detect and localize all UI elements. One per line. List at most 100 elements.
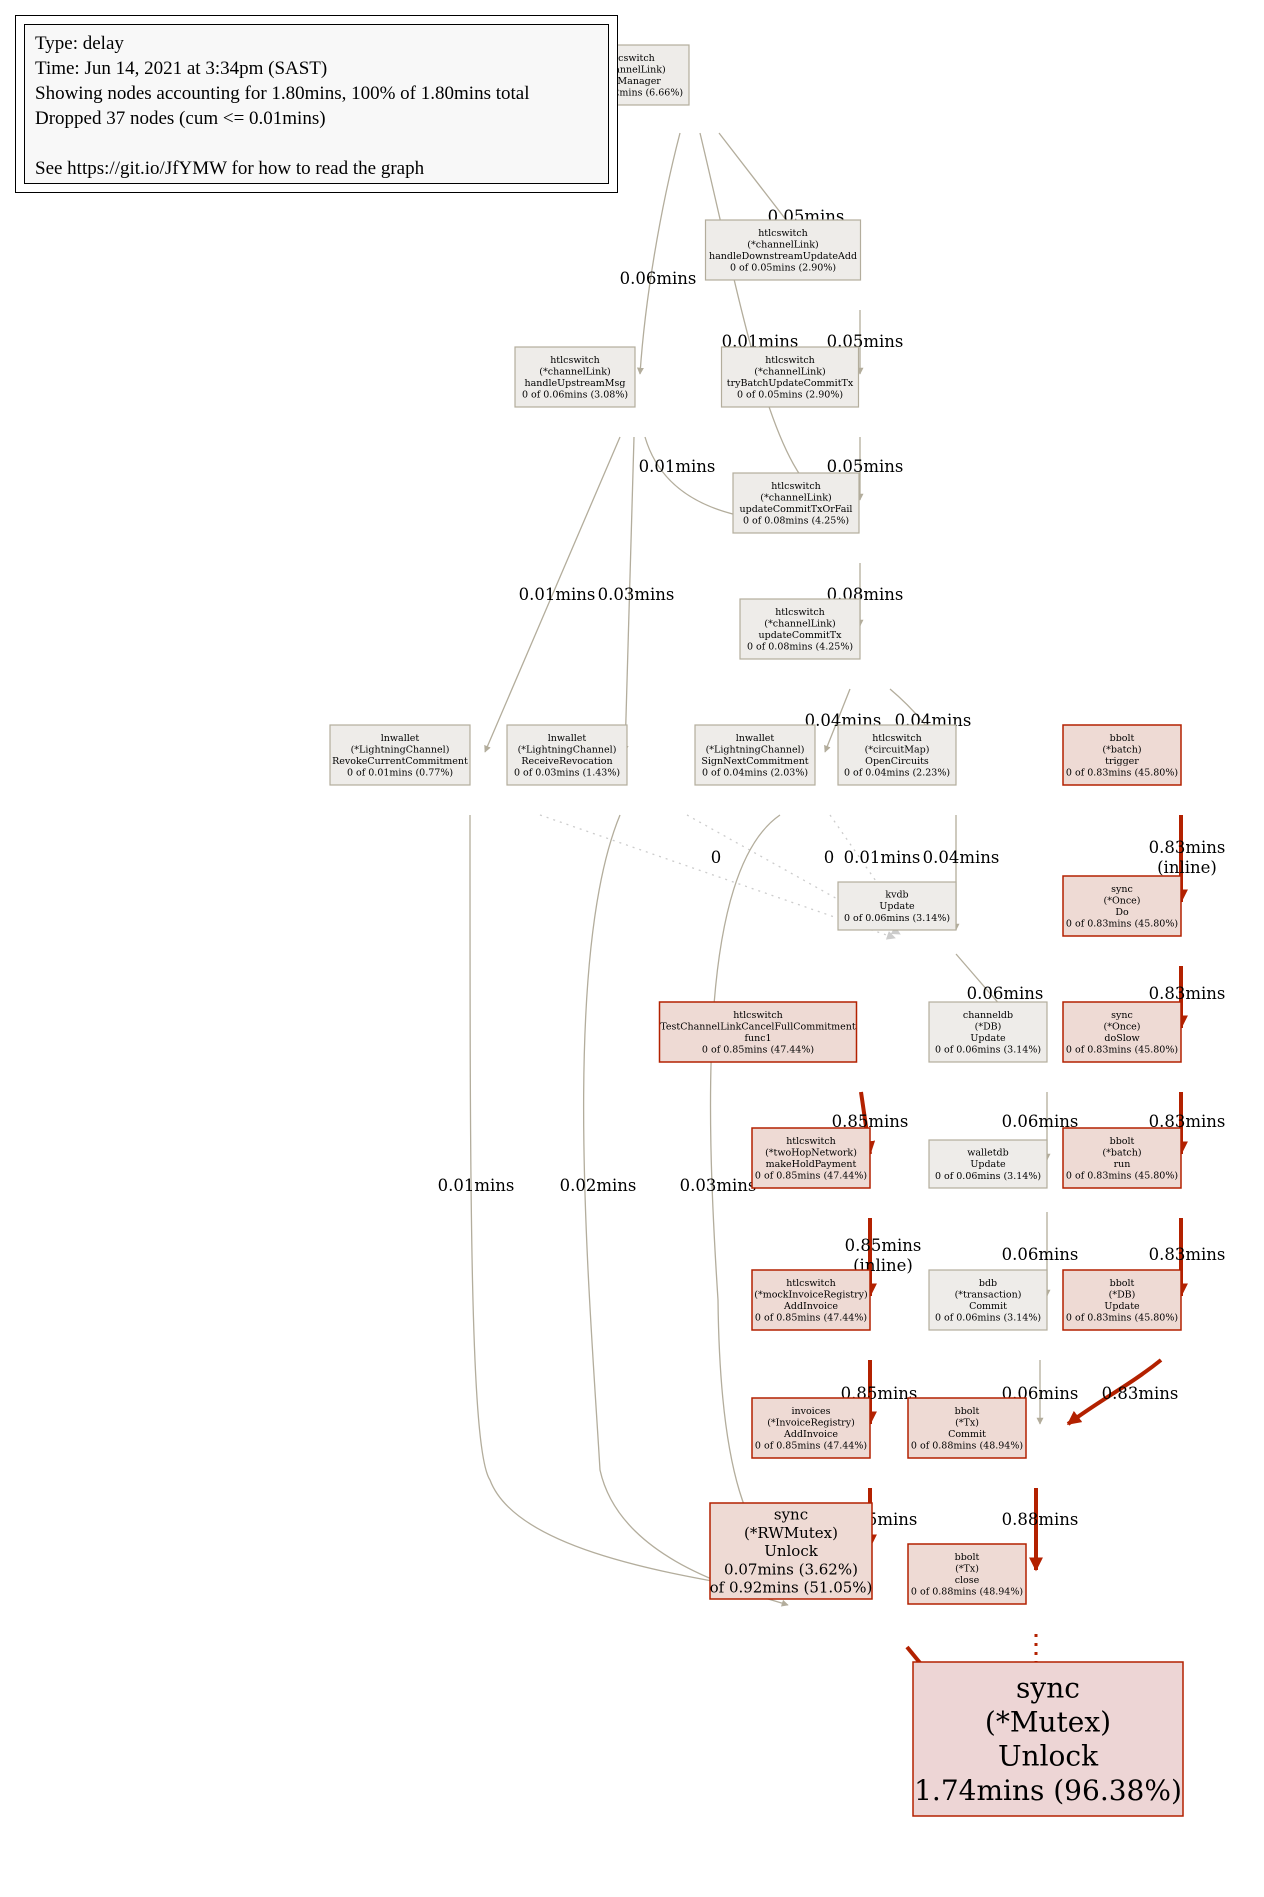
node-box [704, 219, 862, 281]
node-label: (*DB) [975, 1021, 1002, 1032]
node-signNext[interactable]: lnwallet(*LightningChannel)SignNextCommi… [694, 724, 816, 786]
node-revoke[interactable]: lnwallet(*LightningChannel)RevokeCurrent… [329, 724, 471, 786]
node-box [928, 1001, 1048, 1063]
legend-spacer [35, 131, 598, 156]
node-onceDo[interactable]: sync(*Once)Do0 of 0.83mins (45.80%) [1062, 875, 1182, 937]
edge-label: 0 [711, 848, 722, 867]
node-label: 0 of 0.85mins (47.44%) [755, 1313, 867, 1324]
edge-label: 0.06mins [1002, 1112, 1079, 1131]
node-label: RevokeCurrentCommitment [332, 756, 468, 767]
node-label: (*LightningChannel) [518, 744, 617, 755]
node-label: 0 of 0.03mins (1.43%) [514, 768, 620, 779]
node-label: htlcswitch [733, 1010, 783, 1021]
edge-label: 0.05mins [827, 332, 904, 351]
node-receiveRev[interactable]: lnwallet(*LightningChannel)ReceiveRevoca… [506, 724, 628, 786]
node-mockAdd[interactable]: htlcswitch(*mockInvoiceRegistry)AddInvoi… [751, 1269, 871, 1331]
legend-inner: Type: delay Time: Jun 14, 2021 at 3:34pm… [24, 24, 609, 184]
edge-label: 0.05mins [827, 457, 904, 476]
node-box [720, 346, 860, 408]
edge-e5: 0.05mins [827, 437, 904, 501]
node-label: 0 of 0.85mins (47.44%) [755, 1171, 867, 1182]
node-label: 0 of 0.85mins (47.44%) [702, 1045, 814, 1056]
node-label: doSlow [1104, 1033, 1139, 1044]
node-label: handleUpstreamMsg [525, 378, 626, 389]
node-label: (*Mutex) [985, 1705, 1111, 1738]
edge-label: 0.85mins [845, 1236, 922, 1255]
node-label: Commit [969, 1301, 1007, 1312]
edge-line [469, 814, 789, 1598]
node-tryBatch[interactable]: htlcswitch(*channelLink)tryBatchUpdateCo… [720, 346, 860, 408]
edge-e30: 0.01mins [438, 814, 789, 1598]
legend-type: Type: delay [35, 33, 124, 54]
edge-label: 0.01mins [519, 585, 596, 604]
node-label: 0 of 0.06mins (3.14%) [844, 913, 950, 924]
edge-e27: 0.83mins [1066, 1358, 1178, 1426]
node-label: 0 of 0.06mins (3.14%) [935, 1171, 1041, 1182]
node-label: 0 of 0.83mins (45.80%) [1066, 1171, 1178, 1182]
edge-label: 0.83mins [1149, 1245, 1226, 1264]
node-label: (*twoHopNetwork) [765, 1147, 857, 1158]
edge-e31: 0.02mins [560, 814, 789, 1607]
node-handleDownstream[interactable]: htlcswitch(*channelLink)handleDownstream… [704, 219, 862, 281]
edge-e3: 0.01mins [699, 132, 826, 501]
node-label: (*RWMutex) [744, 1524, 838, 1542]
node-label: (*Tx) [955, 1563, 979, 1574]
edge-label: 0.01mins [438, 1176, 515, 1195]
node-label: 0 of 0.85mins (47.44%) [755, 1441, 867, 1452]
node-box [751, 1397, 871, 1459]
edge-line [829, 814, 911, 931]
node-label: SignNextCommitment [701, 756, 808, 767]
edge-label: 0.83mins [1149, 1112, 1226, 1131]
node-label: 0 of 0.83mins (45.80%) [1066, 768, 1178, 779]
node-box [751, 1127, 871, 1189]
node-label: AddInvoice [783, 1301, 838, 1312]
node-label: (*channelLink) [760, 492, 831, 503]
edge-e4: 0.05mins [827, 310, 904, 375]
edge-line [1066, 1358, 1163, 1426]
node-label: bbolt [955, 1552, 980, 1563]
node-label: 0 of 0.88mins (48.94%) [911, 1587, 1023, 1598]
node-label: updateCommitTxOrFail [740, 504, 853, 515]
node-label: lnwallet [548, 733, 587, 744]
node-label: (*mockInvoiceRegistry) [754, 1289, 867, 1300]
node-label: bdb [979, 1278, 997, 1289]
node-label: htlcswitch [786, 1278, 836, 1289]
edge-label: 0.01mins [722, 332, 799, 351]
node-label: lnwallet [381, 733, 420, 744]
node-label: (*Once) [1103, 895, 1140, 906]
node-testFunc[interactable]: htlcswitchTestChannelLinkCancelFullCommi… [658, 1001, 858, 1063]
node-label: (*circuitMap) [865, 744, 930, 755]
node-label: (*LightningChannel) [706, 744, 805, 755]
edge-e8: 0.03mins [598, 436, 674, 753]
node-label: sync [1111, 1010, 1133, 1021]
edge-line [699, 132, 826, 501]
node-box [907, 1543, 1027, 1605]
node-label: htlcswitch [775, 607, 825, 618]
node-makeHold[interactable]: htlcswitch(*twoHopNetwork)makeHoldPaymen… [751, 1127, 871, 1189]
node-label: invoices [791, 1406, 830, 1417]
node-handleUpstream[interactable]: htlcswitch(*channelLink)handleUpstreamMs… [514, 346, 636, 408]
node-updateCommitTx[interactable]: htlcswitch(*channelLink)updateCommitTx0 … [739, 598, 861, 660]
node-updateOrFail[interactable]: htlcswitch(*channelLink)updateCommitTxOr… [732, 472, 860, 534]
node-box [928, 1269, 1048, 1331]
node-label: Update [1104, 1301, 1140, 1312]
node-label: Unlock [764, 1542, 819, 1560]
edge-label: 0.88mins [1002, 1510, 1079, 1529]
node-label: (*channelLink) [594, 64, 665, 75]
edge-label: 0.83mins [1149, 984, 1226, 1003]
node-label: handleDownstreamUpdateAdd [709, 251, 857, 262]
